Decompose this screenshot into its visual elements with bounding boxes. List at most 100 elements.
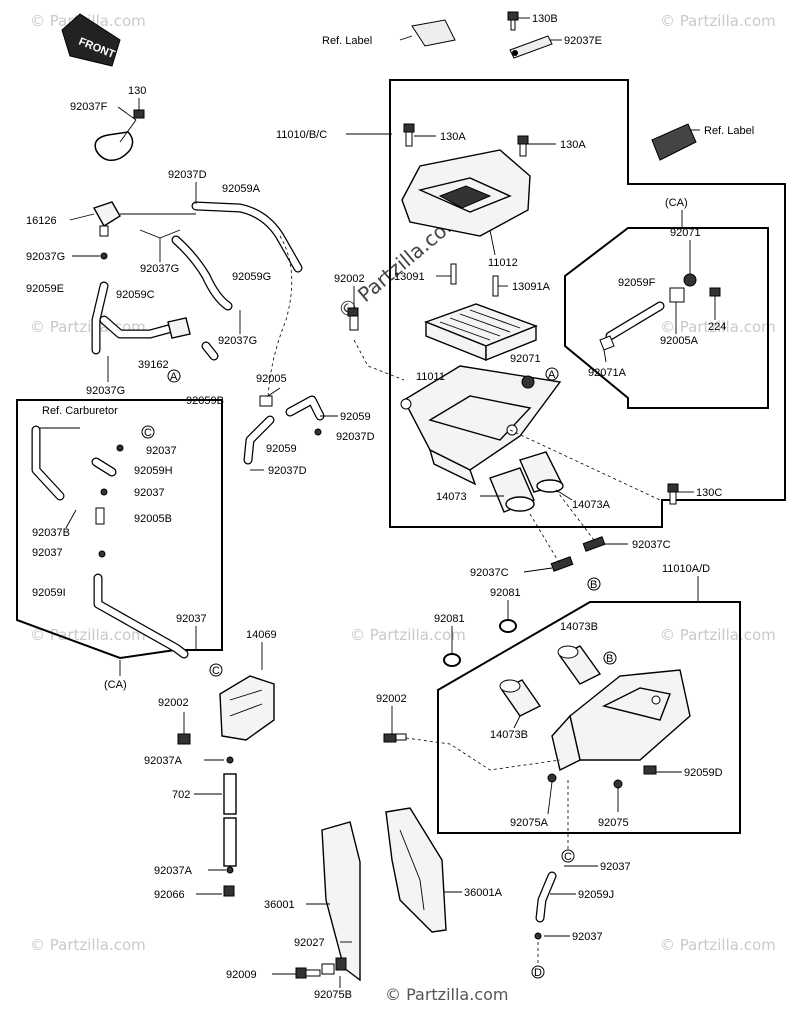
part-number: 92009 xyxy=(226,969,257,981)
air-box-housing-11011 xyxy=(400,365,562,486)
hose-92059c xyxy=(99,315,177,339)
clamp-icon xyxy=(226,756,234,764)
watermark-bottom: © Partzilla.com xyxy=(385,985,508,1004)
part-number: 92071 xyxy=(510,353,541,365)
clamp-icon xyxy=(98,550,106,558)
part-number: 92059C xyxy=(116,289,155,301)
duct-14073b-icon xyxy=(499,679,542,717)
check-valve-92005a-icon xyxy=(669,240,697,303)
drain-tube-702 xyxy=(223,773,237,867)
bolt-130a-icon xyxy=(517,135,556,157)
part-number: 92037G xyxy=(140,263,179,275)
ref-label-right-icon xyxy=(651,123,700,161)
side-cover-36001 xyxy=(321,821,361,982)
callout-a: A xyxy=(170,371,178,383)
hose-92059b xyxy=(201,341,219,361)
watermark: © Partzilla.com xyxy=(660,318,776,336)
part-number: 39162 xyxy=(138,359,169,371)
part-number: 92037A xyxy=(154,865,193,877)
callout-c: C xyxy=(212,665,220,677)
callout-c-circle xyxy=(561,849,575,863)
hose-92059g xyxy=(171,235,233,311)
part-number: 14073B xyxy=(560,621,598,633)
drain-plug-92002-icon xyxy=(177,712,191,745)
clamp-icon xyxy=(100,252,108,260)
part-number: 92002 xyxy=(334,273,365,285)
part-number: 92059B xyxy=(186,395,224,407)
part-number: 92059A xyxy=(222,183,261,195)
ref-label-top-icon xyxy=(399,19,456,47)
callout-b-circle xyxy=(603,651,617,665)
part-number: 14073A xyxy=(572,499,611,511)
part-number: 92037B xyxy=(32,527,70,539)
callout-c-circle xyxy=(141,425,155,439)
watermark: © Partzilla.com xyxy=(660,12,776,30)
air-filter-element xyxy=(424,303,538,362)
part-number: 92037D xyxy=(336,431,375,443)
ref-label-right: Ref. Label xyxy=(704,125,754,137)
clip-13091a-icon xyxy=(492,275,508,297)
o-ring-92081-icon xyxy=(499,619,517,633)
watermark: © Partzilla.com xyxy=(350,626,466,644)
part-number: 92081 xyxy=(490,587,521,599)
callout-b: B xyxy=(606,653,613,665)
part-number: 14069 xyxy=(246,629,277,641)
part-number: 92059D xyxy=(684,767,723,779)
part-number: 92027 xyxy=(294,937,325,949)
part-number: 702 xyxy=(172,789,190,801)
callout-a-circle xyxy=(167,369,181,383)
callout-a-circle xyxy=(545,367,559,381)
part-number: 92037G xyxy=(86,385,125,397)
bolt-130a-icon xyxy=(403,123,436,147)
watermark: © Partzilla.com xyxy=(660,626,776,644)
drain-plug-92002-icon xyxy=(347,286,405,381)
air-cleaner-cover-11012 xyxy=(401,149,531,256)
part-number: 92037C xyxy=(632,539,671,551)
collar-92075b-icon xyxy=(321,957,347,988)
part-number: 11010/B/C xyxy=(276,129,327,141)
clip-13091-icon xyxy=(436,263,457,285)
part-number: 92037 xyxy=(176,613,207,625)
part-number: 92059J xyxy=(578,889,614,901)
hose-92059f xyxy=(605,301,665,341)
callout-d: D xyxy=(534,967,542,979)
part-number: 92059I xyxy=(32,587,66,599)
part-number: 92037F xyxy=(70,101,108,113)
bracket-14069 xyxy=(219,675,275,741)
bracket-92037e-icon xyxy=(509,35,562,59)
part-number: 92037A xyxy=(144,755,183,767)
part-number: 11012 xyxy=(488,257,518,269)
hose-92059i xyxy=(93,573,189,659)
hose-92059 xyxy=(285,395,325,421)
hose-92059a xyxy=(191,182,303,273)
callout-c: C xyxy=(144,427,152,439)
dashed-routing xyxy=(267,235,293,399)
valve-16126-icon xyxy=(69,201,196,237)
bolt-92009-icon xyxy=(272,967,321,979)
o-ring-92081-icon xyxy=(443,653,461,667)
ref-label-top: Ref. Label xyxy=(322,35,372,47)
watermark: © Partzilla.com xyxy=(30,626,146,644)
duct-14073a xyxy=(519,451,564,493)
part-number: 92071A xyxy=(588,367,627,379)
grommet-92071-icon xyxy=(521,375,535,389)
clamp-icon xyxy=(116,444,124,452)
air-cleaner-section-box xyxy=(389,79,786,528)
part-number: 92059G xyxy=(232,271,271,283)
clamp-92037c-icon xyxy=(523,489,628,573)
part-number: 92037 xyxy=(134,487,165,499)
grommet-92071a-icon xyxy=(599,335,615,363)
part-number: 92059H xyxy=(134,465,173,477)
plug-92066-icon xyxy=(223,885,235,897)
part-number: 92059F xyxy=(618,277,656,289)
part-number: 130C xyxy=(696,487,722,499)
part-number: 130A xyxy=(440,131,466,143)
lower-air-box-section xyxy=(437,601,741,834)
hose-92059e xyxy=(91,281,109,355)
part-number: 92071 xyxy=(670,227,701,239)
part-number: 130A xyxy=(560,139,586,151)
callout-d-circle xyxy=(531,965,545,979)
nut-92075-icon xyxy=(613,779,623,789)
part-number: 92075 xyxy=(598,817,629,829)
